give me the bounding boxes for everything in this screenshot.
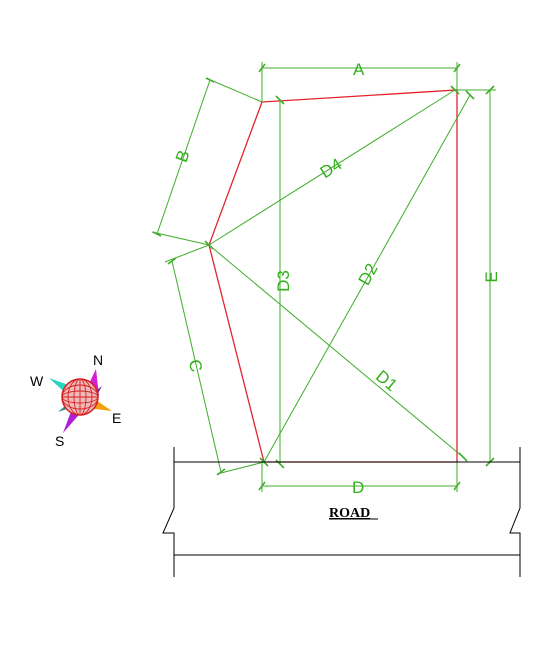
compass-label-e: E (112, 410, 121, 426)
label-c: C (185, 358, 206, 374)
dimension-c (164, 244, 265, 476)
label-d: D (352, 478, 364, 497)
compass-rose: N S E W (30, 352, 121, 449)
label-d3: D3 (274, 270, 293, 292)
compass-label-w: W (30, 373, 44, 389)
dimension-d (258, 462, 461, 492)
diagonal-d1-line (208, 244, 464, 458)
road-label: ROAD (329, 506, 370, 521)
label-d2: D2 (355, 260, 382, 288)
diagonal-d2-line (263, 94, 471, 463)
label-b: B (172, 148, 194, 165)
road: ROAD (162, 447, 521, 577)
diagonal-ticks (204, 85, 475, 469)
label-d1: D1 (372, 367, 401, 396)
compass-label-n: N (93, 352, 103, 368)
diagonal-d4-line (208, 89, 456, 246)
label-e: E (482, 271, 501, 282)
diagonals (208, 89, 471, 464)
label-d4: D4 (317, 155, 346, 183)
road-left-break (162, 447, 175, 577)
dimension-a (258, 62, 461, 102)
dimension-b (151, 77, 263, 246)
label-a: A (353, 60, 365, 79)
dimension-labels: A B C D E D1 D2 D3 D4 (172, 60, 501, 497)
road-right-break (509, 447, 521, 577)
compass-label-s: S (55, 433, 64, 449)
compass-globe-grid (61, 378, 99, 416)
